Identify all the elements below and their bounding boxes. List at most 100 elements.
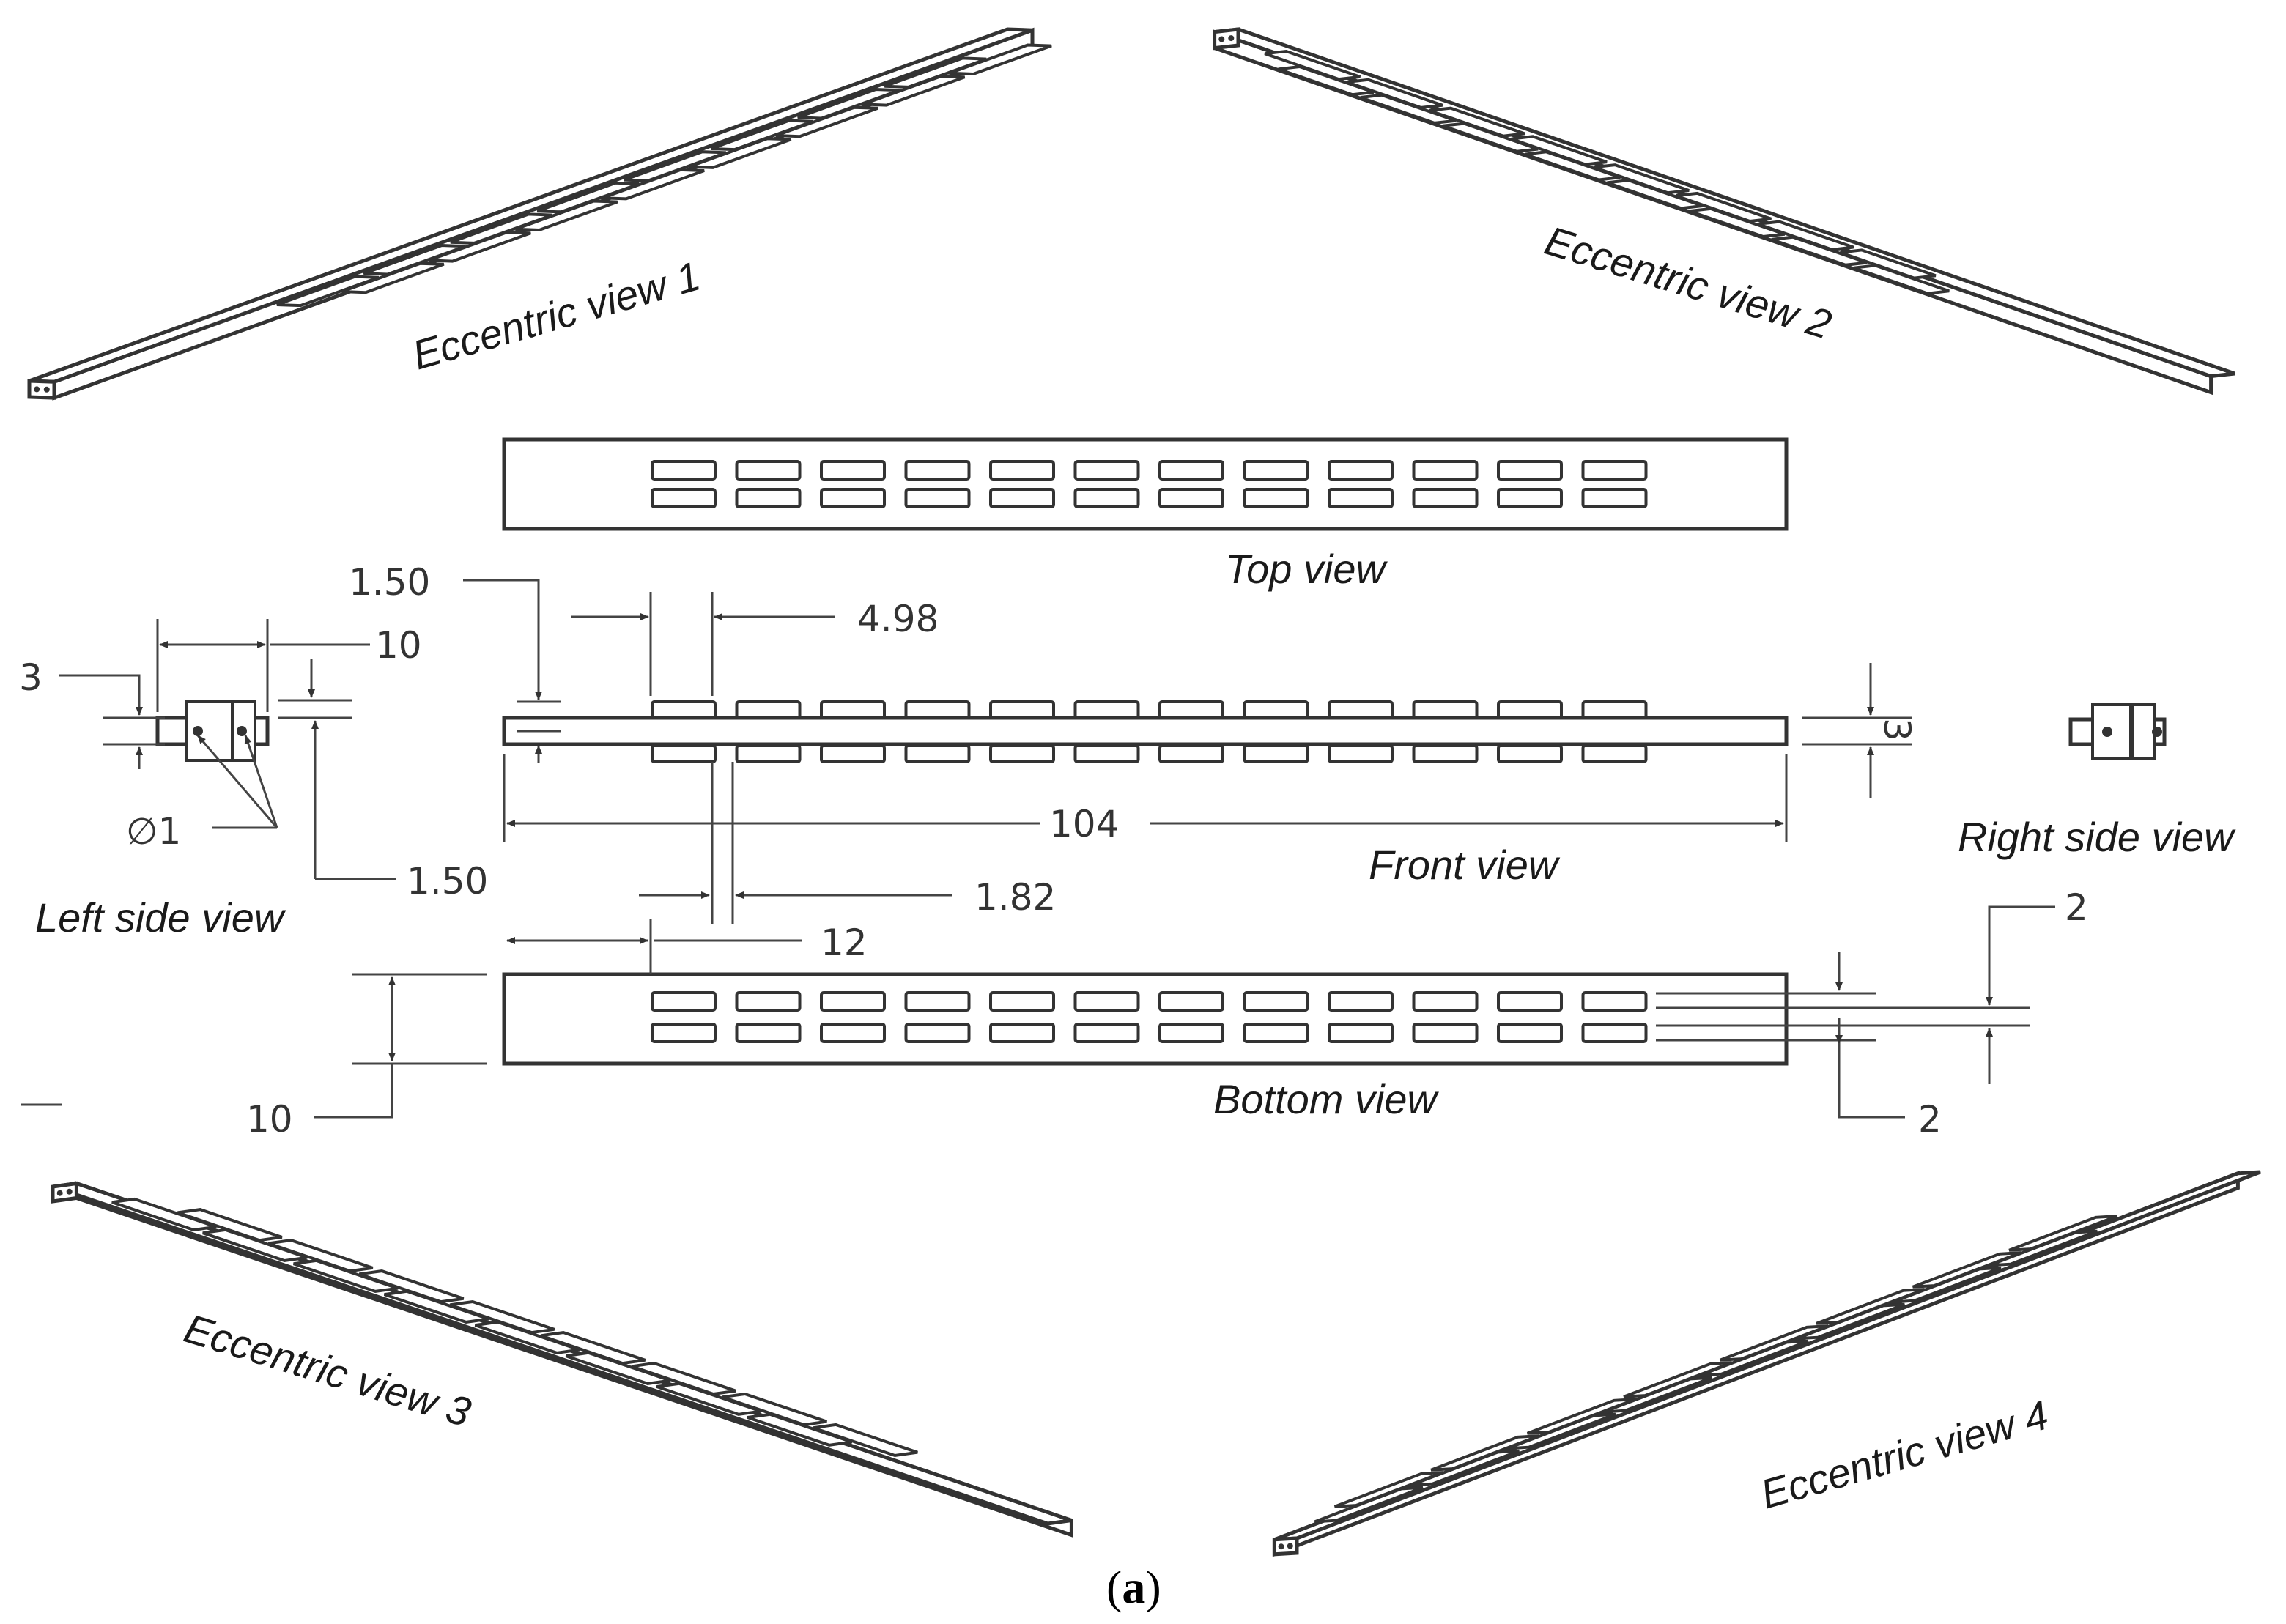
slot [989, 991, 1055, 1012]
dim-overall-length-value: 104 [1049, 803, 1119, 845]
slot [989, 1023, 1055, 1043]
right-side-view-label: Right side view [1958, 814, 2236, 860]
dim-slot-start-value: 12 [821, 922, 868, 964]
slot [1412, 744, 1479, 763]
bottom-view-body [502, 972, 1789, 1066]
slot [1581, 744, 1648, 763]
slot [1412, 460, 1479, 481]
slot [1328, 991, 1394, 1012]
slot [1497, 744, 1563, 763]
dim-width-left-value: 10 [375, 624, 422, 667]
dim-slot-height-top-value: 2 [2065, 886, 2088, 929]
top-view-label: Top view [1225, 546, 1388, 592]
slot [1581, 700, 1648, 719]
left-side-view-label: Left side view [35, 894, 286, 941]
dim-thickness-right [1802, 663, 1912, 798]
dim-slot-length [572, 592, 835, 696]
slot [1497, 1023, 1563, 1043]
dim-overall-length [503, 754, 1788, 842]
slot [1497, 460, 1563, 481]
slot [1243, 1023, 1309, 1043]
dim-width-left [156, 619, 370, 712]
slot [735, 488, 802, 508]
dim-slot-length-value: 4.98 [857, 598, 939, 640]
slot [904, 700, 971, 719]
slot [989, 744, 1055, 763]
dim-slot-gap [639, 762, 952, 924]
bottom-view-label: Bottom view [1213, 1076, 1440, 1122]
end-hole [43, 386, 50, 393]
slot [651, 488, 717, 508]
slot [1328, 460, 1394, 481]
dim-width-bottom-value: 10 [246, 1098, 293, 1141]
eccentric-view-2 [1213, 27, 2235, 396]
slot [904, 488, 971, 508]
slot [1158, 700, 1224, 719]
slot [1412, 700, 1479, 719]
slot [1412, 1023, 1479, 1043]
dim-hole-offset-top-value: 1.50 [349, 561, 430, 604]
slot [1243, 744, 1309, 763]
strip-end-face [1272, 1536, 1299, 1557]
slot [1073, 700, 1140, 719]
end-hole [1278, 1543, 1284, 1550]
slot [735, 744, 802, 763]
slot [820, 460, 886, 481]
eccentric-slot [949, 43, 1052, 76]
dim-width-bottom [314, 973, 487, 1119]
top-view-body [502, 437, 1789, 531]
end-hole [1228, 35, 1235, 42]
slot [989, 700, 1055, 719]
slot [1243, 488, 1309, 508]
end-hole [66, 1188, 73, 1195]
slot [1581, 488, 1648, 508]
slot [1497, 991, 1563, 1012]
eccentric-view-4 [1272, 1170, 2261, 1557]
slot [1158, 991, 1224, 1012]
slot [904, 744, 971, 763]
slot [1497, 488, 1563, 508]
slot [1412, 488, 1479, 508]
slot [651, 700, 717, 719]
end-hole [56, 1190, 63, 1196]
slot [1073, 991, 1140, 1012]
slot [1328, 700, 1394, 719]
eccentric-view-3-label: Eccentric view 3 [179, 1305, 476, 1436]
bottom-view-slots [651, 991, 1648, 1043]
eccentric-view-3 [51, 1181, 1073, 1538]
slot [1243, 700, 1309, 719]
dim-thickness-right-value: 3 [1876, 718, 1918, 741]
dim-thickness-left-value: 3 [19, 656, 42, 699]
slot [1158, 1023, 1224, 1043]
dim-slot-gap-value: 1.82 [974, 876, 1056, 919]
dim-hole-offset-bottom [278, 659, 396, 880]
slot [1073, 744, 1140, 763]
slot [1073, 488, 1140, 508]
slot [1497, 700, 1563, 719]
slot [651, 991, 717, 1012]
slot [820, 1023, 886, 1043]
slot [1243, 460, 1309, 481]
slot [1581, 1023, 1648, 1043]
slot [989, 460, 1055, 481]
slot [904, 460, 971, 481]
slot [735, 991, 802, 1012]
dim-thickness-left [59, 674, 165, 769]
slot [820, 488, 886, 508]
slot [904, 991, 971, 1012]
slot [904, 1023, 971, 1043]
slot [1158, 488, 1224, 508]
eccentric-view-1 [27, 27, 1052, 401]
slot [651, 1023, 717, 1043]
slot [651, 460, 717, 481]
slot [1581, 460, 1648, 481]
top-view-slots [651, 460, 1648, 508]
eccentric-view-1-label: Eccentric view 1 [407, 252, 705, 378]
figure-caption: (a) [1106, 1561, 1161, 1613]
eccentric-slot [813, 1423, 918, 1458]
slot [1328, 488, 1394, 508]
slot [1581, 991, 1648, 1012]
slot [1243, 991, 1309, 1012]
strip-end-face [51, 1181, 78, 1204]
